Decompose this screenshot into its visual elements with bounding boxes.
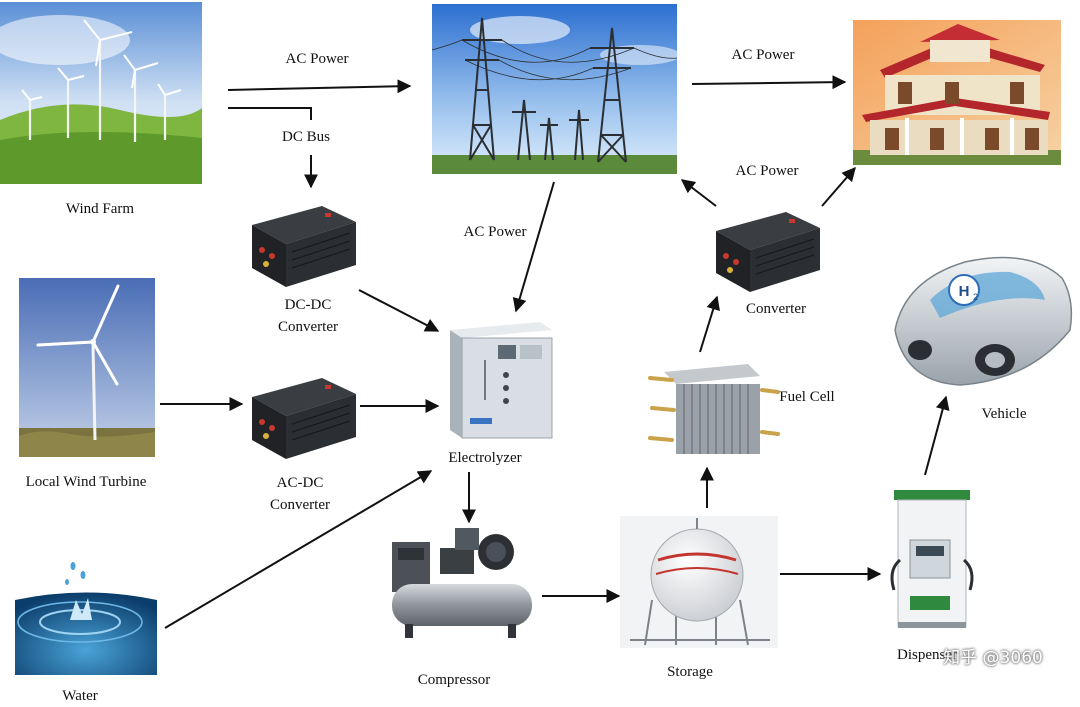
storage-image [620, 516, 778, 648]
edge-label-ac-power: AC Power [463, 224, 527, 240]
arrow-windfarm-to-grid [227, 79, 412, 94]
svg-text:H: H [959, 283, 970, 300]
arrow-dc-bus [228, 107, 312, 120]
node-label-storage: Storage [667, 664, 713, 680]
vehicle-image: H 2 [894, 256, 1073, 386]
edge-label-ac-power: AC Power [285, 51, 349, 67]
node-label-compressor: Compressor [417, 672, 491, 688]
arrow-dispenser-to-vehicle [924, 395, 950, 476]
electrolyzer-image [450, 322, 553, 439]
node-label-dispenser: Dispenser [897, 647, 957, 663]
arrow-fuelcell-to-converter [699, 295, 720, 353]
power-grid-image [431, 4, 680, 174]
ac-dc-converter-image [252, 378, 356, 459]
arrow-converter-to-grid [680, 179, 717, 207]
fuel-cell-image [648, 364, 780, 454]
edge-label-dc-bus: DC Bus [282, 129, 330, 145]
node-label-local-wind-turbine: Local Wind Turbine [25, 474, 147, 490]
arrow-water-to-electrolyzer [164, 470, 433, 629]
dispenser-image [890, 490, 974, 628]
watermark: 知乎 @3060 [943, 648, 1043, 668]
edge-label-ac-power: AC Power [735, 163, 799, 179]
dc-dc-converter-image [252, 206, 356, 287]
node-label-vehicle: Vehicle [981, 406, 1027, 422]
node-label-converter: Converter [746, 301, 806, 317]
wind-farm-image [0, 2, 202, 184]
node-label-line: AC-DC [276, 475, 324, 491]
node-label-fuel-cell: Fuel Cell [779, 389, 835, 405]
house-image [853, 20, 1061, 165]
local-wind-turbine-image [19, 278, 155, 457]
node-label-line: Converter [278, 319, 338, 335]
water-image [15, 550, 157, 675]
node-label-line: DC-DC [284, 297, 332, 313]
arrow-grid-to-electrolyzer [512, 181, 555, 313]
edge-label-ac-power: AC Power [731, 47, 795, 63]
node-label-water: Water [62, 688, 98, 704]
arrow-grid-to-house [691, 75, 847, 90]
arrow-dcdc-to-electrolyzer [358, 289, 440, 332]
svg-text:2: 2 [973, 292, 978, 302]
node-label-dc-dc-converter: DC-DC Converter [248, 294, 368, 338]
node-label-line: Converter [270, 497, 330, 513]
compressor-image [392, 528, 532, 638]
node-label-ac-dc-converter: AC-DC Converter [240, 472, 360, 516]
node-label-wind-farm: Wind Farm [65, 201, 135, 217]
arrow-converter-to-house [821, 166, 856, 207]
converter-image [716, 212, 820, 292]
node-label-electrolyzer: Electrolyzer [448, 450, 522, 466]
